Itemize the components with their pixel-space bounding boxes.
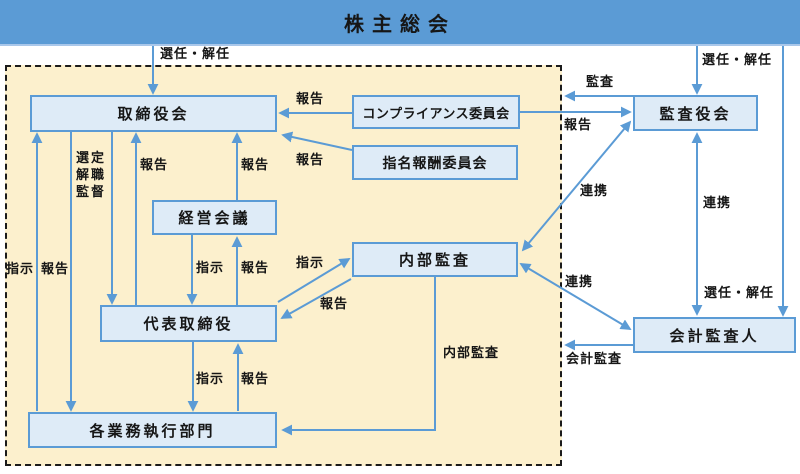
label-instruct-mgmt-rep: 指示 — [196, 260, 225, 275]
label-report-compliance-board: 報告 — [296, 91, 325, 106]
node-nomination-committee: 指名報酬委員会 — [352, 145, 518, 180]
node-representative-director: 代表取締役 — [100, 305, 277, 342]
edge-internalaudit-accounting-coop — [519, 263, 632, 330]
label-report-rep-board: 報告 — [140, 157, 169, 172]
label-report-compliance-auditboard: 報告 — [564, 117, 593, 132]
diagram-title: 株主総会 — [344, 13, 456, 36]
edge-internalaudit-exec-audit — [281, 277, 436, 436]
label-appoint-dismiss-auditboard: 選任・解任 — [702, 52, 773, 67]
node-representative-director-label: 代表取締役 — [143, 316, 234, 333]
label-report-internalaudit-rep: 報告 — [320, 296, 349, 311]
node-execution-departments: 各業務執行部門 — [28, 412, 277, 448]
label-report-exec-rep: 報告 — [241, 371, 270, 386]
shareholders-meeting-banner: 株主総会 — [0, 0, 800, 46]
node-management-council-label: 経営会議 — [178, 210, 251, 227]
label-accounting-audit-flow: 会計監査 — [566, 351, 623, 366]
label-appoint-dismiss-board: 選任・解任 — [160, 46, 231, 61]
node-board-label: 取締役会 — [117, 106, 190, 123]
node-internal-audit-label: 内部監査 — [398, 252, 471, 269]
label-instruct-board-exec: 指示 — [6, 261, 35, 276]
label-appoint-dismiss-accounting: 選任・解任 — [704, 285, 775, 300]
label-select-dismiss-supervise: 選定 解職 監督 — [76, 150, 107, 199]
edge-nomination-board-report — [281, 131, 353, 151]
node-internal-audit: 内部監査 — [352, 242, 518, 277]
node-accounting-auditor: 会計監査人 — [633, 317, 796, 353]
node-compliance-committee: コンプライアンス委員会 — [352, 95, 520, 129]
label-report-mgmt-board: 報告 — [241, 157, 270, 172]
label-coop-auditboard-internalaudit: 連携 — [580, 183, 609, 198]
edge-internalaudit-rep-report — [280, 278, 352, 319]
node-management-council: 経営会議 — [152, 200, 277, 235]
node-audit-board: 監査役会 — [633, 95, 758, 131]
node-audit-board-label: 監査役会 — [659, 105, 732, 123]
label-report-nomination-board: 報告 — [296, 152, 325, 167]
edge-rep-internalaudit-instruct — [277, 258, 351, 303]
node-accounting-auditor-label: 会計監査人 — [669, 327, 760, 345]
label-report-exec-board: 報告 — [41, 261, 70, 276]
label-internal-audit-flow: 内部監査 — [443, 345, 500, 360]
label-coop-internalaudit-accounting: 連携 — [565, 274, 594, 289]
node-execution-departments-label: 各業務執行部門 — [89, 422, 216, 440]
node-board: 取締役会 — [30, 95, 277, 132]
node-compliance-committee-label: コンプライアンス委員会 — [362, 105, 510, 121]
label-coop-auditboard-accounting: 連携 — [703, 195, 732, 210]
label-instruct-rep-internalaudit: 指示 — [296, 255, 325, 270]
label-report-rep-mgmt: 報告 — [241, 260, 270, 275]
edge-auditboard-internalaudit-coop — [521, 120, 632, 252]
node-nomination-committee-label: 指名報酬委員会 — [382, 154, 488, 171]
label-instruct-rep-exec: 指示 — [196, 371, 225, 386]
label-audit-auditboard: 監査 — [586, 74, 615, 89]
